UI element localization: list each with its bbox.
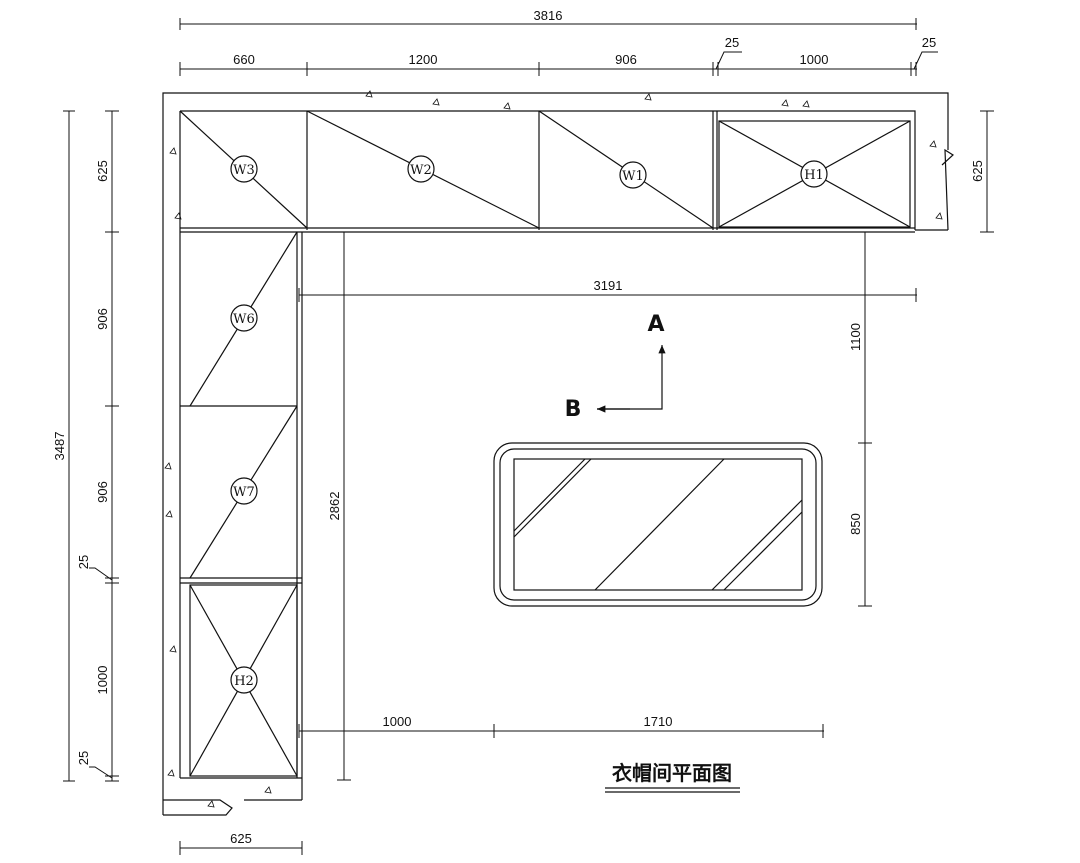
dim-bottom-625: 625 [230,831,252,846]
top-cabinet-run [179,110,915,233]
tag-w6: W6 [233,312,255,327]
view-label-b: B [565,397,582,422]
tag-h1: H1 [804,168,824,183]
dim-top-1000: 1000 [800,52,829,67]
view-label-a: A [647,312,664,337]
dim-top-25b: 25 [922,35,936,50]
wall-outline [162,92,954,816]
tag-w7: W7 [233,485,255,500]
dim-right-625: 625 [970,160,985,182]
dim-left-overall: 3487 [52,432,67,461]
view-direction-arrows [597,345,666,413]
dim-left-1000: 1000 [95,666,110,695]
dim-top-25a: 25 [725,35,739,50]
drawing-title: 衣帽间平面图 [612,761,732,785]
dimension-lines [63,18,994,855]
dim-interior-1000: 1000 [383,714,412,729]
dim-right-1100: 1100 [848,323,863,351]
cabinet-tag-circles [230,155,828,694]
tag-w1: W1 [622,169,644,184]
dim-top-overall: 3816 [534,8,563,23]
dim-left-25b: 25 [76,751,91,765]
dim-left-906a: 906 [95,308,110,330]
tag-w2: W2 [410,163,432,178]
dim-right-850: 850 [848,513,863,535]
dim-top-906: 906 [615,52,637,67]
tag-h2: H2 [234,674,254,689]
dim-left-25a: 25 [76,555,91,569]
dim-top-660: 660 [233,52,255,67]
dim-interior-3191: 3191 [594,278,623,293]
dim-interior-2862: 2862 [327,492,342,521]
dim-interior-1710: 1710 [644,714,673,729]
dim-top-1200: 1200 [409,52,438,67]
wall-texture [164,90,943,808]
title-underline [605,787,740,793]
dim-left-906b: 906 [95,481,110,503]
dim-left-625: 625 [95,160,110,182]
island-table [493,442,823,607]
tag-w3: W3 [233,163,255,178]
